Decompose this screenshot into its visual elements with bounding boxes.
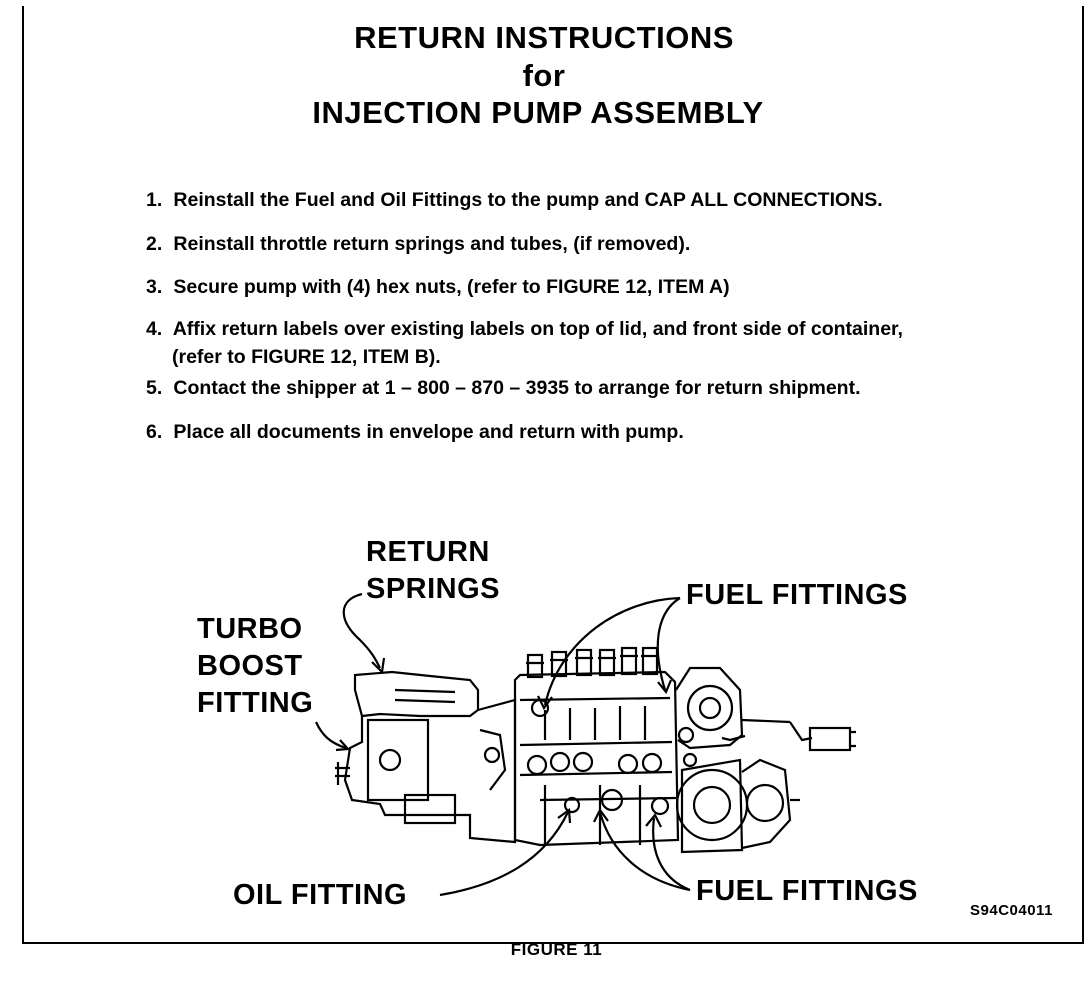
instruction-step-1: 1. Reinstall the Fuel and Oil Fittings t…	[146, 186, 883, 214]
figure-caption: FIGURE 11	[510, 940, 603, 959]
step-number: 4.	[146, 318, 163, 340]
step-number: 6.	[146, 421, 163, 443]
step-text: Affix return labels over existing labels…	[172, 318, 903, 340]
label-return-springs-line1: RETURN	[366, 536, 490, 568]
label-turbo-boost-fitting: TURBO BOOST FITTING	[197, 611, 313, 722]
step-number: 5.	[146, 377, 163, 399]
document-frame	[22, 6, 1084, 944]
instruction-step-6: 6. Place all documents in envelope and r…	[146, 418, 684, 446]
label-oil-fitting: OIL FITTING	[233, 879, 408, 911]
instruction-step-2: 2. Reinstall throttle return springs and…	[146, 230, 690, 258]
label-fuel-fittings-bottom: FUEL FITTINGS	[696, 875, 918, 907]
instruction-step-4: 4. Affix return labels over existing lab…	[146, 315, 903, 371]
step-number: 3.	[146, 276, 163, 298]
figure-id: S94C04011	[970, 902, 1053, 919]
label-return-springs: RETURN SPRINGS	[366, 534, 500, 608]
page-subtitle: INJECTION PUMP ASSEMBLY	[312, 95, 764, 130]
page-title-connector: for	[522, 58, 566, 93]
step-number: 2.	[146, 233, 163, 255]
label-return-springs-line2: SPRINGS	[366, 573, 501, 605]
label-turbo-line1: TURBO	[197, 613, 303, 645]
step-text: Place all documents in envelope and retu…	[173, 421, 684, 443]
step-text: Reinstall the Fuel and Oil Fittings to t…	[173, 189, 883, 211]
instruction-step-5: 5. Contact the shipper at 1 – 800 – 870 …	[146, 374, 860, 402]
step-text: Reinstall throttle return springs and tu…	[173, 233, 691, 255]
instruction-step-3: 3. Secure pump with (4) hex nuts, (refer…	[146, 273, 730, 301]
step-text-continued: (refer to FIGURE 12, ITEM B).	[172, 346, 441, 368]
label-turbo-line3: FITTING	[197, 687, 314, 719]
step-text: Secure pump with (4) hex nuts, (refer to…	[173, 276, 730, 298]
label-fuel-fittings-top: FUEL FITTINGS	[686, 579, 908, 611]
label-turbo-line2: BOOST	[197, 650, 303, 682]
step-number: 1.	[146, 189, 163, 211]
step-text: Contact the shipper at 1 – 800 – 870 – 3…	[173, 377, 861, 399]
page-title: RETURN INSTRUCTIONS	[354, 20, 734, 55]
